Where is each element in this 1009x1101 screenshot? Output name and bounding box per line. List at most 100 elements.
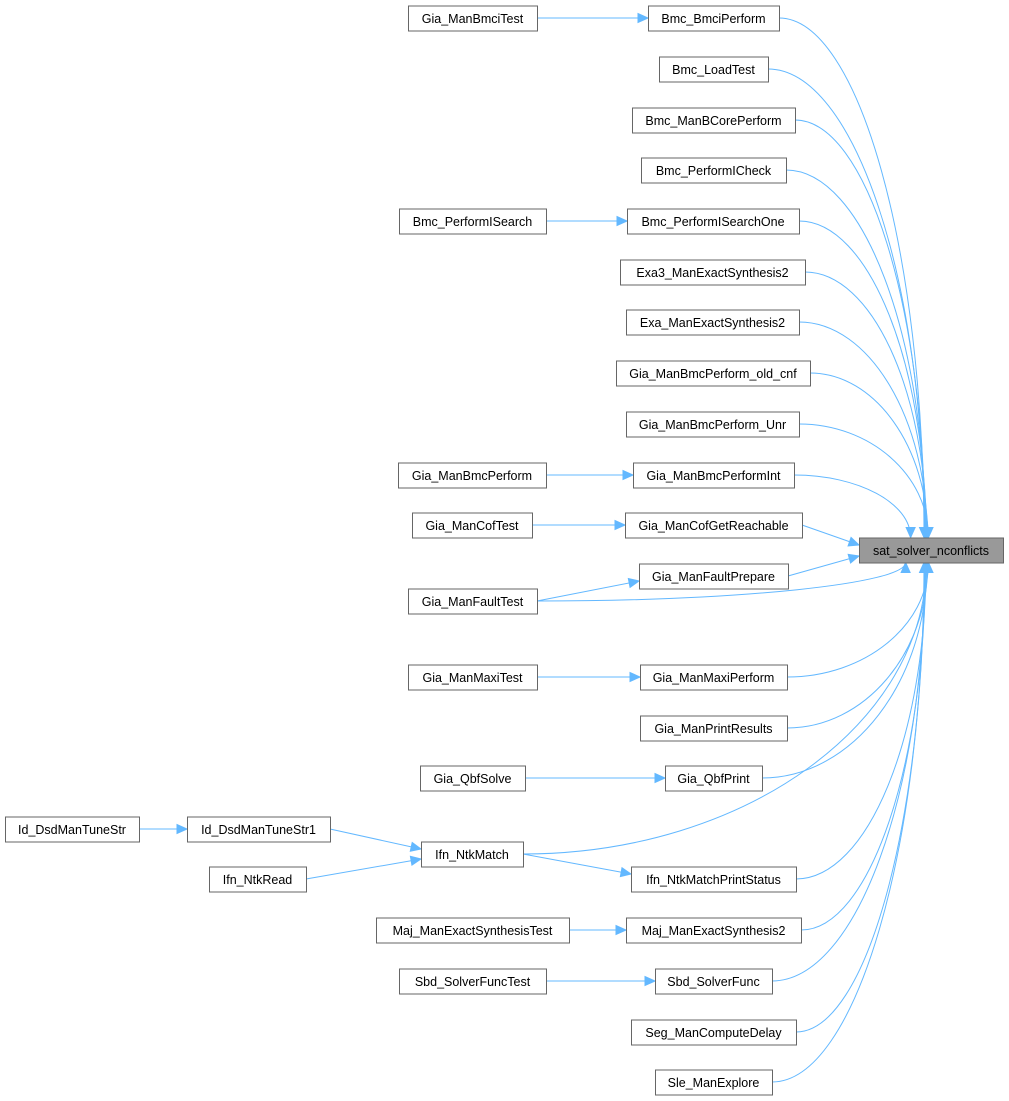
node-box — [859, 537, 1004, 564]
node-gia-manbmcperform-unr[interactable]: Gia_ManBmcPerform_Unr — [626, 411, 800, 438]
node-label: Bmc_PerformISearch — [413, 215, 533, 229]
node-box — [209, 866, 307, 893]
arrowhead — [637, 12, 650, 24]
edge-bmc-performisearch-to-bmc-performisearchone — [546, 215, 629, 227]
node-label: Gia_ManFaultPrepare — [652, 570, 775, 584]
node-ifn-ntkread[interactable]: Ifn_NtkRead — [209, 866, 307, 893]
node-sbd-solverfunc[interactable]: Sbd_SolverFunc — [655, 968, 773, 995]
edge-gia-manbmcperform-to-gia-manbmcperformint — [546, 469, 635, 481]
arrowhead — [847, 536, 861, 547]
node-maj-manexactsynthesistest[interactable]: Maj_ManExactSynthesisTest — [376, 917, 570, 944]
node-bmc-performisearch[interactable]: Bmc_PerformISearch — [399, 208, 547, 235]
node-box — [408, 588, 538, 615]
node-bmc-bmciperform[interactable]: Bmc_BmciPerform — [648, 5, 780, 32]
node-gia-manmaxiperform[interactable]: Gia_ManMaxiPerform — [640, 664, 788, 691]
edge-line — [786, 562, 929, 729]
node-box — [659, 56, 769, 83]
node-label: Ifn_NtkRead — [223, 873, 293, 887]
edge-bmc-performisearchone-to-sat-solver-nconflicts — [798, 220, 932, 539]
arrowhead — [629, 671, 642, 683]
arrowhead — [619, 866, 633, 878]
arrowhead — [616, 215, 629, 227]
node-label: Maj_ManExactSynthesis2 — [642, 924, 786, 938]
node-exa3-manexactsynthesis2[interactable]: Exa3_ManExactSynthesis2 — [620, 259, 806, 286]
node-box — [626, 917, 802, 944]
node-id-dsdmantunestr[interactable]: Id_DsdManTuneStr — [5, 816, 140, 843]
node-bmc-manbcoreperform[interactable]: Bmc_ManBCorePerform — [632, 107, 796, 134]
node-label: sat_solver_nconflicts — [873, 544, 989, 558]
node-box — [633, 462, 795, 489]
edge-ifn-ntkmatch-to-sat-solver-nconflicts — [522, 561, 932, 855]
edge-line — [536, 562, 907, 602]
node-bmc-performicheck[interactable]: Bmc_PerformICheck — [641, 157, 787, 184]
node-sbd-solverfunctest[interactable]: Sbd_SolverFuncTest — [399, 968, 547, 995]
edge-line — [305, 858, 422, 880]
node-box — [632, 107, 796, 134]
node-gia-mancofgetreachable[interactable]: Gia_ManCofGetReachable — [625, 512, 803, 539]
edge-gia-manfaultprepare-to-sat-solver-nconflicts — [787, 553, 861, 577]
node-label: Exa_ManExactSynthesis2 — [640, 316, 785, 330]
node-gia-manbmcperformint[interactable]: Gia_ManBmcPerformInt — [633, 462, 795, 489]
edge-gia-manbmcitest-to-bmc-bmciperform — [537, 12, 650, 24]
node-box — [627, 208, 800, 235]
node-bmc-loadtest[interactable]: Bmc_LoadTest — [659, 56, 769, 83]
node-label: Sle_ManExplore — [668, 1076, 760, 1090]
node-maj-manexactsynthesis2[interactable]: Maj_ManExactSynthesis2 — [626, 917, 802, 944]
edge-line — [793, 474, 912, 538]
node-gia-manmaxitest[interactable]: Gia_ManMaxiTest — [408, 664, 538, 691]
node-id-dsdmantunestr1[interactable]: Id_DsdManTuneStr1 — [187, 816, 331, 843]
node-gia-qbfprint[interactable]: Gia_QbfPrint — [665, 765, 763, 792]
edge-line — [795, 562, 925, 1033]
node-bmc-performisearchone[interactable]: Bmc_PerformISearchOne — [627, 208, 800, 235]
edge-gia-manfaulttest-to-sat-solver-nconflicts — [536, 561, 911, 602]
node-sat-solver-nconflicts[interactable]: sat_solver_nconflicts — [859, 537, 1004, 564]
node-label: Id_DsdManTuneStr1 — [201, 823, 316, 837]
arrowhead — [627, 577, 641, 589]
node-label: Gia_ManPrintResults — [654, 722, 772, 736]
arrowhead — [614, 519, 627, 531]
node-label: Bmc_PerformICheck — [656, 164, 772, 178]
edge-line — [536, 580, 640, 602]
node-ifn-ntkmatch[interactable]: Ifn_NtkMatch — [421, 841, 524, 868]
node-gia-qbfsolve[interactable]: Gia_QbfSolve — [420, 765, 526, 792]
node-ifn-ntkmatchprintstatus[interactable]: Ifn_NtkMatchPrintStatus — [631, 866, 797, 893]
node-box — [640, 664, 788, 691]
edge-ifn-ntkmatchprintstatus-to-sat-solver-nconflicts — [795, 561, 932, 880]
node-gia-manbmcperform[interactable]: Gia_ManBmcPerform — [398, 462, 547, 489]
arrowhead — [176, 823, 189, 835]
edge-ifn-ntkmatch-to-ifn-ntkmatchprintstatus — [522, 853, 633, 878]
node-gia-mancoftest[interactable]: Gia_ManCofTest — [412, 512, 533, 539]
node-seg-mancomputedelay[interactable]: Seg_ManComputeDelay — [631, 1019, 797, 1046]
edge-line — [785, 169, 926, 538]
node-gia-manbmcitest[interactable]: Gia_ManBmciTest — [408, 5, 538, 32]
node-gia-manfaultprepare[interactable]: Gia_ManFaultPrepare — [639, 563, 789, 590]
edge-gia-manbmcperform-unr-to-sat-solver-nconflicts — [798, 423, 934, 539]
node-label: Gia_QbfPrint — [677, 772, 750, 786]
node-gia-manfaulttest[interactable]: Gia_ManFaultTest — [408, 588, 538, 615]
node-box — [655, 1069, 773, 1096]
edge-line — [329, 828, 422, 850]
nodes: sat_solver_nconflicts Bmc_BmciPerformBmc_… — [5, 5, 1004, 1096]
node-box — [626, 309, 800, 336]
node-box — [620, 259, 806, 286]
node-gia-manprintresults[interactable]: Gia_ManPrintResults — [640, 715, 788, 742]
node-box — [631, 866, 797, 893]
node-label: Gia_ManBmcPerform — [412, 469, 532, 483]
node-label: Gia_ManBmcPerform_old_cnf — [629, 367, 797, 381]
node-box — [641, 157, 787, 184]
edge-line — [804, 271, 928, 538]
edge-gia-manprintresults-to-sat-solver-nconflicts — [786, 561, 934, 729]
edge-line — [798, 423, 929, 538]
node-box — [665, 765, 763, 792]
edge-gia-mancofgetreachable-to-sat-solver-nconflicts — [801, 524, 861, 547]
edge-line — [778, 17, 925, 538]
edge-id-dsdmantunestr1-to-ifn-ntkmatch — [329, 828, 423, 852]
node-label: Exa3_ManExactSynthesis2 — [636, 266, 788, 280]
node-label: Gia_ManCofGetReachable — [638, 519, 788, 533]
node-gia-manbmcperform-old-cnf[interactable]: Gia_ManBmcPerform_old_cnf — [616, 360, 811, 387]
arrowhead — [900, 561, 911, 573]
node-label: Sbd_SolverFunc — [667, 975, 759, 989]
edge-gia-manbmcperformint-to-sat-solver-nconflicts — [793, 474, 916, 539]
node-sle-manexplore[interactable]: Sle_ManExplore — [655, 1069, 773, 1096]
node-exa-manexactsynthesis2[interactable]: Exa_ManExactSynthesis2 — [626, 309, 800, 336]
